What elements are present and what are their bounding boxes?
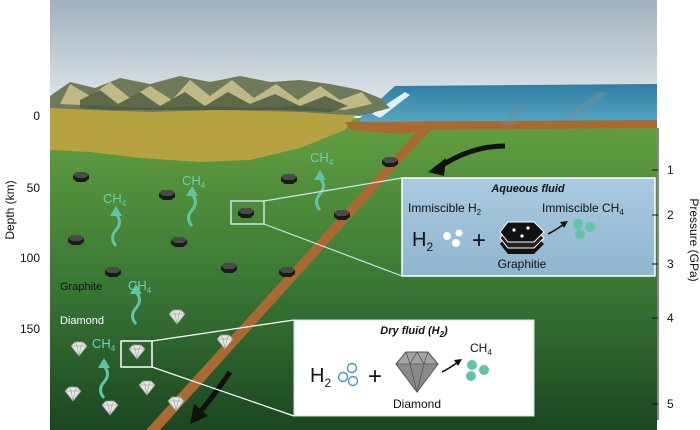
ch4-label: CH4 (182, 173, 206, 190)
graphite-crystal (105, 267, 121, 277)
ch4-label: CH4 (92, 336, 116, 353)
pressure-axis-title: Pressure (GPa) (687, 198, 700, 281)
graphite-crystal (68, 235, 84, 245)
graphite-crystal (238, 208, 254, 218)
subducting-slab (146, 128, 432, 430)
ch4-label: CH4 (103, 191, 127, 208)
depth-axis: Depth (km) 0 50 100 150 (3, 109, 40, 336)
ocean-shading (560, 92, 610, 120)
mountain-shadows (80, 90, 348, 112)
pressure-tick: 1 (667, 163, 674, 177)
ocean-shading-2 (500, 104, 530, 126)
methane-arrow (99, 365, 109, 399)
aqueous-plus: + (472, 227, 486, 254)
pressure-tick: 3 (667, 257, 674, 271)
pressure-tick: 2 (667, 208, 674, 222)
methane-arrow (187, 193, 197, 227)
depth-tick: 100 (20, 251, 40, 265)
depth-tick: 0 (33, 109, 40, 123)
immiscible-h2-label: Immiscible H2 (408, 201, 482, 217)
graphite-crystal (281, 174, 297, 184)
ch4-molecule (585, 222, 595, 232)
dry-product-label: CH4 (470, 341, 492, 357)
ch4-molecule (575, 229, 585, 239)
ch4-molecule (467, 360, 477, 370)
dry-zoom-line (151, 319, 295, 342)
aqueous-zoom-line (263, 223, 403, 277)
shoreline (372, 92, 410, 118)
immiscible-ch4-label: Immiscible CH4 (542, 201, 624, 217)
depth-axis-title: Depth (km) (3, 180, 17, 239)
graphite-crystal (382, 157, 398, 167)
graphite-crystal (221, 263, 237, 273)
methane-arrowheads (98, 170, 326, 368)
h2-bubble (452, 239, 460, 247)
ch4-label: CH4 (128, 278, 152, 295)
h2-bubble (337, 371, 349, 383)
methane-arrow (315, 177, 325, 211)
continental-crust (50, 100, 355, 162)
dry-fluid-box: Dry fluid (H2) H2 + Diamond CH4 (293, 319, 535, 417)
pressure-tick: 4 (667, 311, 674, 325)
dry-plus: + (368, 363, 382, 390)
graphite-crystal (73, 172, 89, 182)
aqueous-zoom-marker (230, 200, 265, 225)
depth-tick: 50 (27, 181, 41, 195)
subduction-arrowhead-bottom (190, 404, 208, 424)
h2-bubble (346, 362, 358, 374)
ch4-molecule (573, 219, 583, 229)
graphite-crystal (159, 190, 175, 200)
methane-arrow (131, 291, 141, 325)
pressure-axis: 1 2 3 4 5 Pressure (GPa) (652, 128, 700, 420)
diamond-zone-label: Diamond (60, 315, 104, 327)
aqueous-zoom-line (263, 177, 403, 202)
ch4-label: CH4 (310, 150, 334, 167)
aqueous-h2-formula: H2 (412, 229, 433, 254)
dry-zoom-line (151, 366, 295, 417)
aqueous-box-title: Aqueous fluid (490, 183, 565, 195)
graphite-stack-icon (499, 221, 545, 254)
methane-arrow (111, 213, 121, 247)
ch4-molecule (466, 371, 476, 381)
h2-bubble (455, 229, 463, 237)
pressure-tick: 5 (667, 397, 674, 411)
subduction-arrowhead-top (428, 158, 446, 176)
h2-bubble (347, 375, 359, 387)
depth-tick: 150 (20, 322, 40, 336)
graphite-crystal (334, 210, 350, 220)
dry-box-title: Dry fluid (H2) (380, 325, 448, 339)
graphite-zone-label: Graphite (60, 281, 102, 293)
ocean (360, 84, 657, 126)
h2-bubble (443, 232, 451, 240)
diamond-gem-icon (395, 351, 439, 393)
methane-arrows (99, 177, 325, 399)
dry-h2-formula: H2 (310, 365, 331, 390)
ch4-molecule (479, 365, 489, 375)
dry-zoom-marker (120, 340, 153, 368)
graphite-crystal (279, 267, 295, 277)
aqueous-mineral-label: Graphitie (498, 257, 547, 271)
aqueous-fluid-box: Aqueous fluid Immiscible H2 Immiscible C… (401, 177, 656, 277)
graphite-crystal (171, 237, 187, 247)
dry-mineral-label: Diamond (393, 397, 441, 411)
